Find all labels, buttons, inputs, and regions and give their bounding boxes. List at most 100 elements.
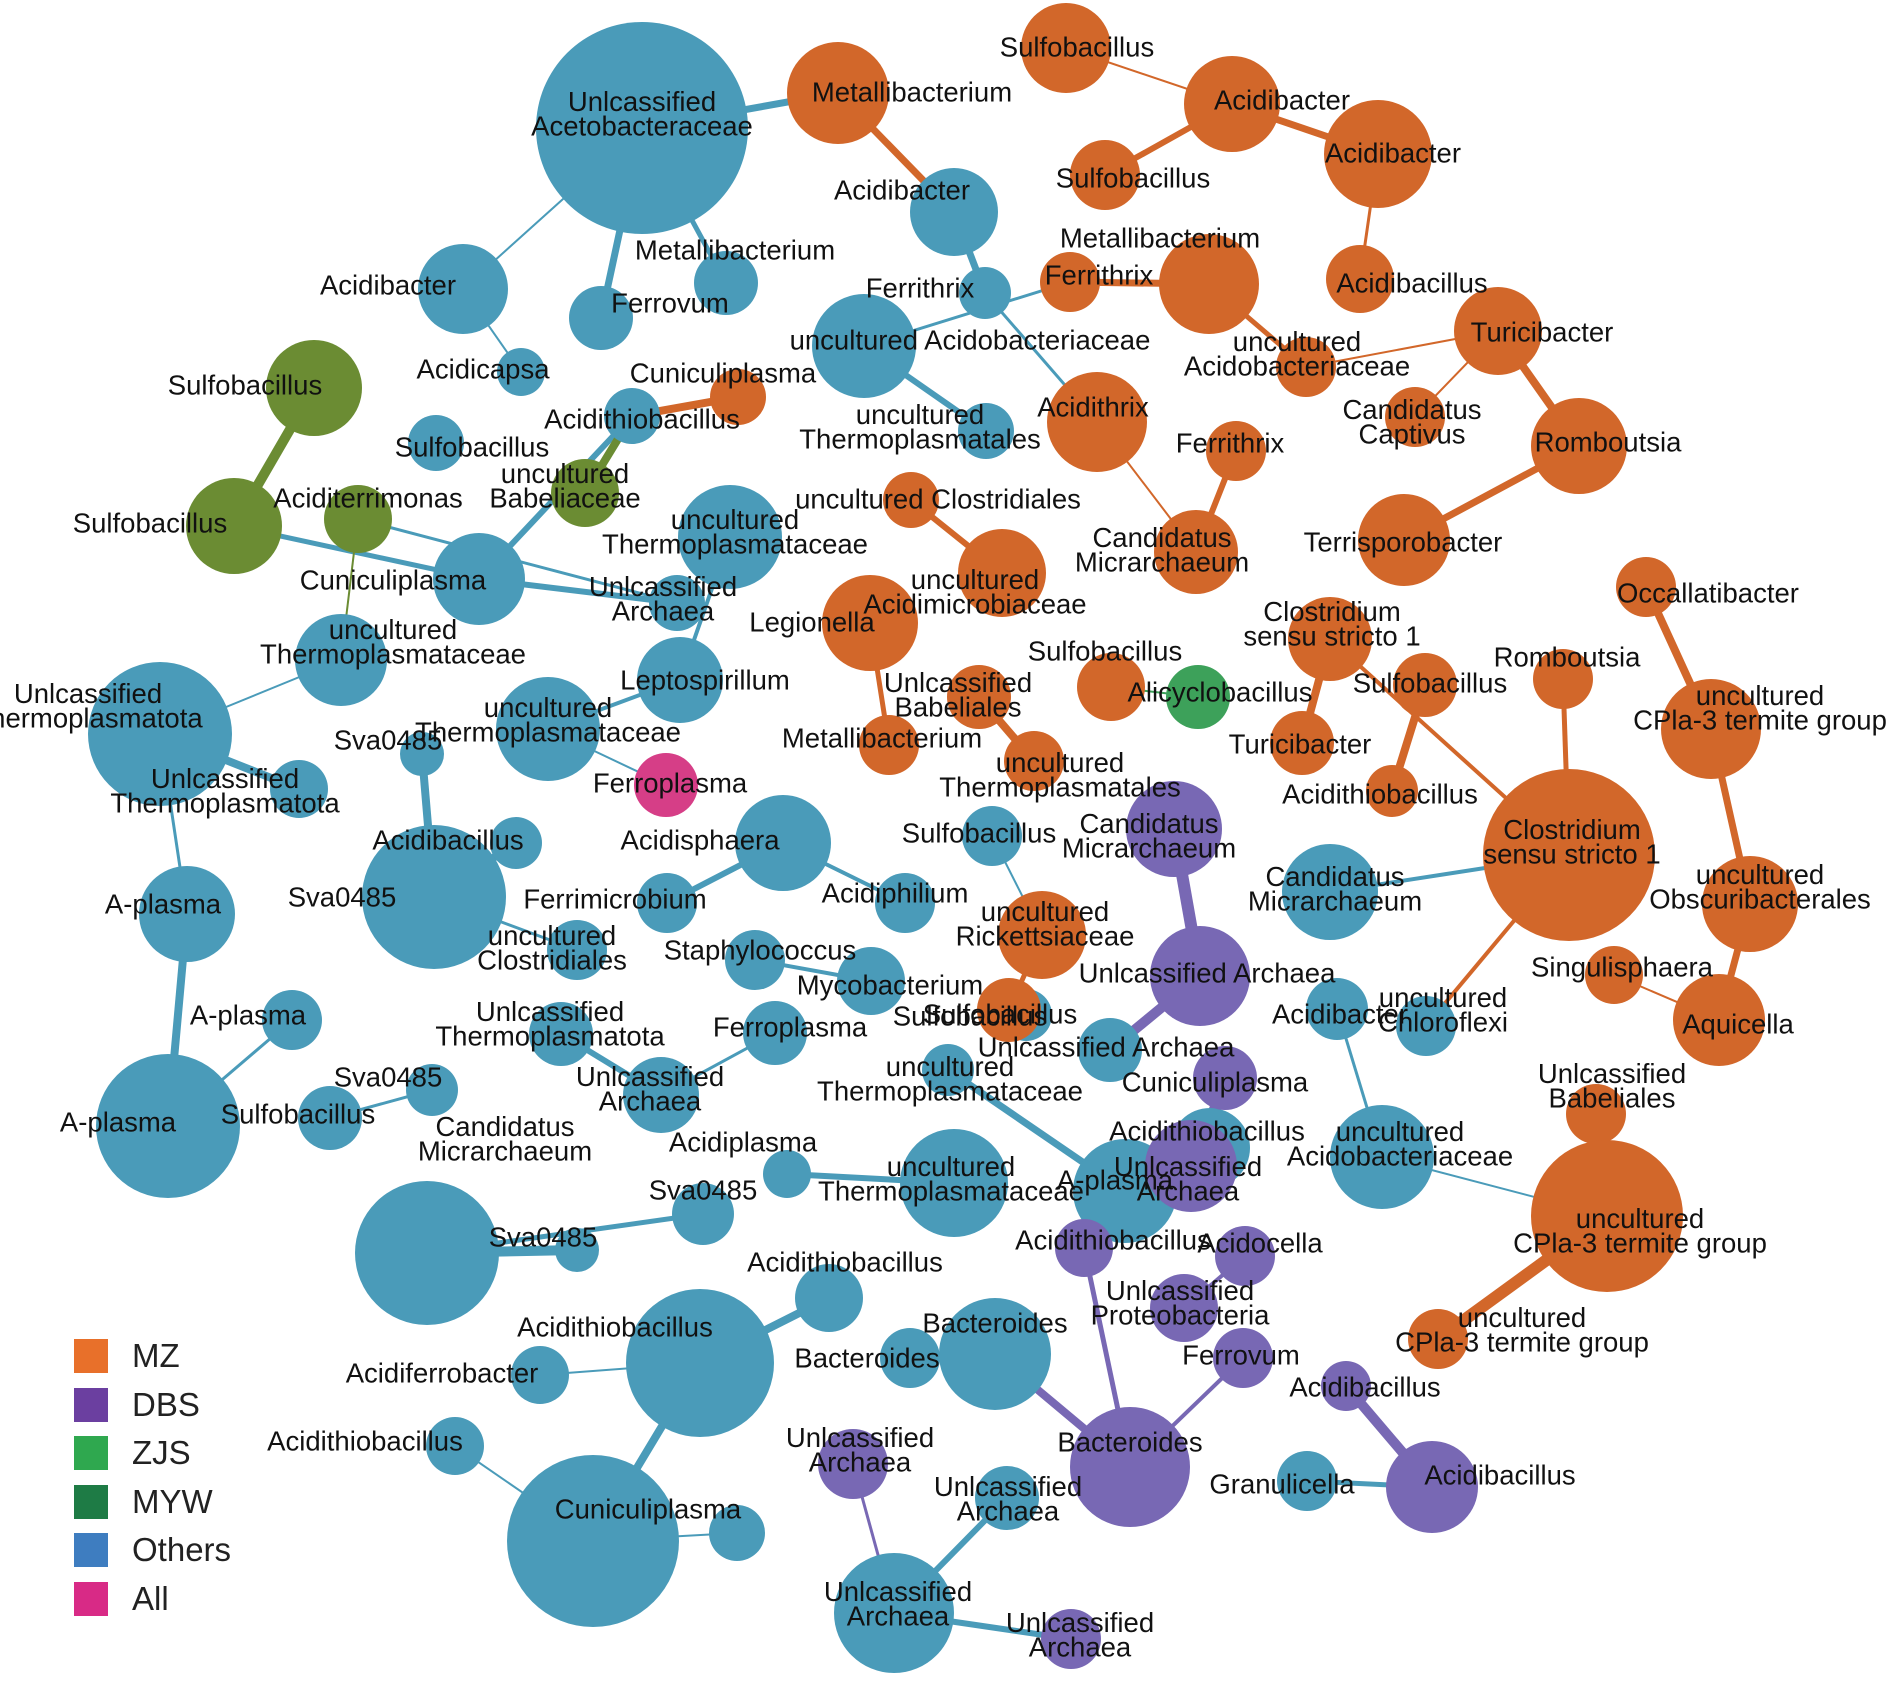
node-o23[interactable]	[547, 920, 607, 980]
node-o62[interactable]	[834, 1553, 954, 1673]
node-m37[interactable]	[977, 978, 1041, 1042]
node-o27[interactable]	[406, 1064, 458, 1116]
node-m39[interactable]	[1531, 1140, 1683, 1292]
node-o16[interactable]	[88, 662, 232, 806]
node-m20[interactable]	[822, 575, 918, 671]
node-m15[interactable]	[1047, 372, 1147, 472]
node-o45[interactable]	[962, 806, 1022, 866]
node-m27[interactable]	[1270, 711, 1334, 775]
node-m8[interactable]	[1040, 252, 1100, 312]
node-m1[interactable]	[787, 42, 889, 144]
node-o10[interactable]	[604, 388, 660, 444]
node-d5[interactable]	[1055, 1219, 1113, 1277]
node-o49[interactable]	[1330, 1105, 1434, 1209]
node-m11[interactable]	[1385, 387, 1445, 447]
node-d13[interactable]	[1041, 1609, 1101, 1669]
node-d6[interactable]	[1215, 1226, 1275, 1286]
node-m7[interactable]	[1159, 234, 1259, 334]
node-m13[interactable]	[1358, 494, 1450, 586]
node-o52[interactable]	[795, 1264, 863, 1332]
node-m16[interactable]	[1206, 421, 1266, 481]
node-m30[interactable]	[1616, 557, 1676, 617]
node-g2[interactable]	[186, 478, 282, 574]
node-m24[interactable]	[1077, 653, 1145, 721]
node-o55[interactable]	[507, 1455, 679, 1627]
node-o33[interactable]	[837, 947, 905, 1015]
node-o19[interactable]	[496, 677, 600, 781]
node-m31[interactable]	[1661, 679, 1761, 779]
node-o20[interactable]	[400, 732, 444, 776]
node-m38[interactable]	[1566, 1084, 1626, 1144]
node-m14[interactable]	[710, 369, 766, 425]
node-o40[interactable]	[763, 1150, 811, 1198]
node-d12[interactable]	[818, 1429, 888, 1499]
node-m18[interactable]	[883, 472, 939, 528]
node-o34[interactable]	[743, 1001, 807, 1065]
node-o1[interactable]	[536, 22, 748, 234]
node-m23[interactable]	[1004, 731, 1064, 791]
node-m28[interactable]	[1366, 765, 1418, 817]
node-o17[interactable]	[270, 760, 328, 818]
node-z1[interactable]	[1166, 665, 1230, 729]
node-o21[interactable]	[490, 817, 542, 869]
node-m40[interactable]	[1408, 1309, 1468, 1369]
node-o4[interactable]	[910, 168, 998, 256]
node-d2[interactable]	[1150, 926, 1250, 1026]
node-o57[interactable]	[709, 1505, 765, 1561]
node-o61[interactable]	[1277, 1451, 1337, 1511]
node-o9[interactable]	[958, 403, 1014, 459]
node-d3[interactable]	[1193, 1046, 1257, 1110]
node-o26[interactable]	[96, 1054, 240, 1198]
node-o42[interactable]	[900, 1129, 1008, 1237]
node-d8[interactable]	[1213, 1328, 1273, 1388]
node-g1[interactable]	[266, 340, 362, 436]
node-o38[interactable]	[555, 1228, 599, 1272]
node-o8[interactable]	[812, 294, 916, 398]
node-d11[interactable]	[1386, 1441, 1478, 1533]
node-o60[interactable]	[975, 1466, 1039, 1530]
node-o30[interactable]	[637, 873, 697, 933]
node-d9[interactable]	[1321, 1361, 1371, 1411]
node-o11[interactable]	[408, 415, 464, 471]
node-o5[interactable]	[569, 286, 633, 350]
node-m17[interactable]	[1154, 510, 1238, 594]
node-o50[interactable]	[1078, 1018, 1142, 1082]
node-o28[interactable]	[298, 1086, 362, 1150]
node-m36[interactable]	[998, 891, 1086, 979]
node-m6[interactable]	[1326, 245, 1394, 313]
node-m12[interactable]	[1531, 398, 1627, 494]
node-m29[interactable]	[1533, 649, 1593, 709]
node-m34[interactable]	[1585, 946, 1643, 1004]
node-o32[interactable]	[725, 930, 785, 990]
node-o56[interactable]	[426, 1417, 484, 1475]
node-o25[interactable]	[262, 990, 322, 1050]
node-o48[interactable]	[1396, 996, 1456, 1056]
node-o22[interactable]	[362, 825, 506, 969]
node-m19[interactable]	[958, 529, 1046, 617]
node-m5[interactable]	[1324, 100, 1432, 208]
node-o59[interactable]	[939, 1298, 1051, 1410]
node-o2[interactable]	[418, 244, 508, 334]
node-m25[interactable]	[1288, 597, 1372, 681]
node-g4[interactable]	[551, 459, 619, 527]
node-d1[interactable]	[1126, 781, 1222, 877]
node-o29[interactable]	[735, 795, 831, 891]
node-m4[interactable]	[1070, 140, 1140, 210]
node-o39[interactable]	[672, 1183, 734, 1245]
node-m3[interactable]	[1184, 56, 1280, 152]
node-a1[interactable]	[634, 753, 698, 817]
node-o47[interactable]	[1306, 978, 1368, 1040]
node-m9[interactable]	[1276, 337, 1336, 397]
node-m32[interactable]	[1483, 769, 1655, 941]
node-g3[interactable]	[324, 485, 392, 553]
node-o15[interactable]	[295, 614, 387, 706]
node-m21[interactable]	[859, 715, 919, 775]
node-m10[interactable]	[1454, 287, 1542, 375]
node-m2[interactable]	[1021, 3, 1111, 93]
node-o3[interactable]	[694, 251, 758, 315]
node-m26[interactable]	[1393, 653, 1457, 717]
node-d7[interactable]	[1150, 1274, 1218, 1342]
node-o14[interactable]	[649, 575, 705, 631]
node-o6[interactable]	[497, 348, 545, 396]
node-o13[interactable]	[433, 533, 525, 625]
